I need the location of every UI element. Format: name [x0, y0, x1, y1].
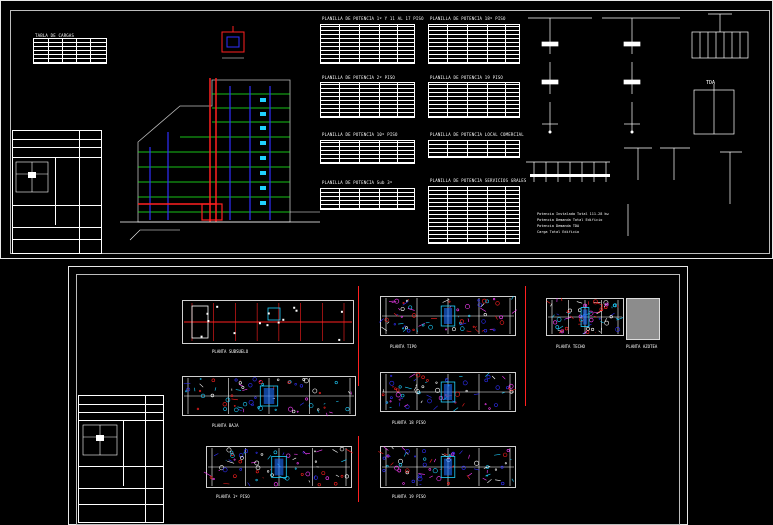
power-table-5-title: PLANILLA DE POTENCIA 10º PISO: [322, 132, 398, 137]
floor-plan-18-piso: [380, 372, 516, 412]
power-table-3: [320, 82, 415, 118]
plan-label-tipo: PLANTA TIPO: [390, 344, 417, 349]
building-section-drawing: [120, 78, 320, 241]
power-table-5: [320, 140, 415, 164]
power-table-8: [428, 186, 520, 244]
separator-line-1: [358, 286, 359, 386]
roof-slab: [626, 298, 660, 340]
plan-label-18-piso: PLANTA 18 PISO: [392, 420, 426, 425]
floor-plan-1-piso: [203, 446, 353, 488]
power-table-2: [428, 24, 520, 64]
separator-line-2: [525, 286, 526, 406]
note-3: Potencia Demanda TDA: [537, 224, 580, 228]
note-4: Carga Total Edificio: [537, 230, 580, 234]
note-1: Potencia Instalada Total 111.28 kw: [537, 212, 609, 216]
floor-plan-subsuelo: [182, 300, 354, 344]
separator-line-3: [358, 436, 359, 502]
top-sheet-inner-frame: [10, 10, 770, 254]
power-table-8-title: PLANILLA DE POTENCIA SERVICIOS GRALES: [430, 178, 527, 183]
power-table-7-title: PLANILLA DE POTENCIA Sub 3º: [322, 180, 393, 185]
title-block-bottom: [78, 395, 164, 523]
floor-plan-techo: [546, 297, 624, 336]
power-table-4: [428, 82, 520, 118]
title-block-top: [12, 130, 102, 254]
power-table-2-title: PLANILLA DE POTENCIA 18º PISO: [430, 16, 506, 21]
power-table-6-title: PLANILLA DE POTENCIA LOCAL COMERCIAL: [430, 132, 524, 137]
plan-label-azotea: PLANTA AZOTEA: [626, 344, 658, 349]
plan-label-techo: PLANTA TECHO: [556, 344, 585, 349]
power-table-3-title: PLANILLA DE POTENCIA 2º PISO: [322, 75, 396, 80]
title-block-bottom-location-sketch: [82, 424, 118, 456]
floor-plan-planta-baja: [182, 376, 356, 417]
plan-label-planta-baja: PLANTA BAJA: [212, 423, 239, 428]
power-table-4-title: PLANILLA DE POTENCIA 19 PISO: [430, 75, 504, 80]
plan-label-1-piso: PLANTA 1º PISO: [216, 494, 250, 499]
floor-plan-19-piso: [378, 446, 516, 488]
plan-label-19-piso: PLANTA 19 PISO: [392, 494, 426, 499]
power-table-1: [320, 24, 415, 64]
plan-label-subsuelo: PLANTA SUBSUELO: [212, 349, 249, 354]
power-table-7: [320, 188, 415, 210]
load-table-title: TABLA DE CARGAS: [35, 33, 75, 38]
tda-label: TDA: [706, 80, 716, 86]
title-block-top-location-sketch: [15, 161, 49, 193]
power-table-1-title: PLANILLA DE POTENCIA 1º Y 11 AL 17 PISO: [322, 16, 424, 21]
pump-detail-drawing: [221, 26, 245, 59]
single-line-diagrams: [526, 13, 749, 236]
load-table: [33, 38, 107, 64]
floor-plan-tipo: [379, 295, 517, 336]
power-table-6: [428, 140, 520, 158]
note-2: Potencia Demanda Total Edificio: [537, 218, 603, 222]
